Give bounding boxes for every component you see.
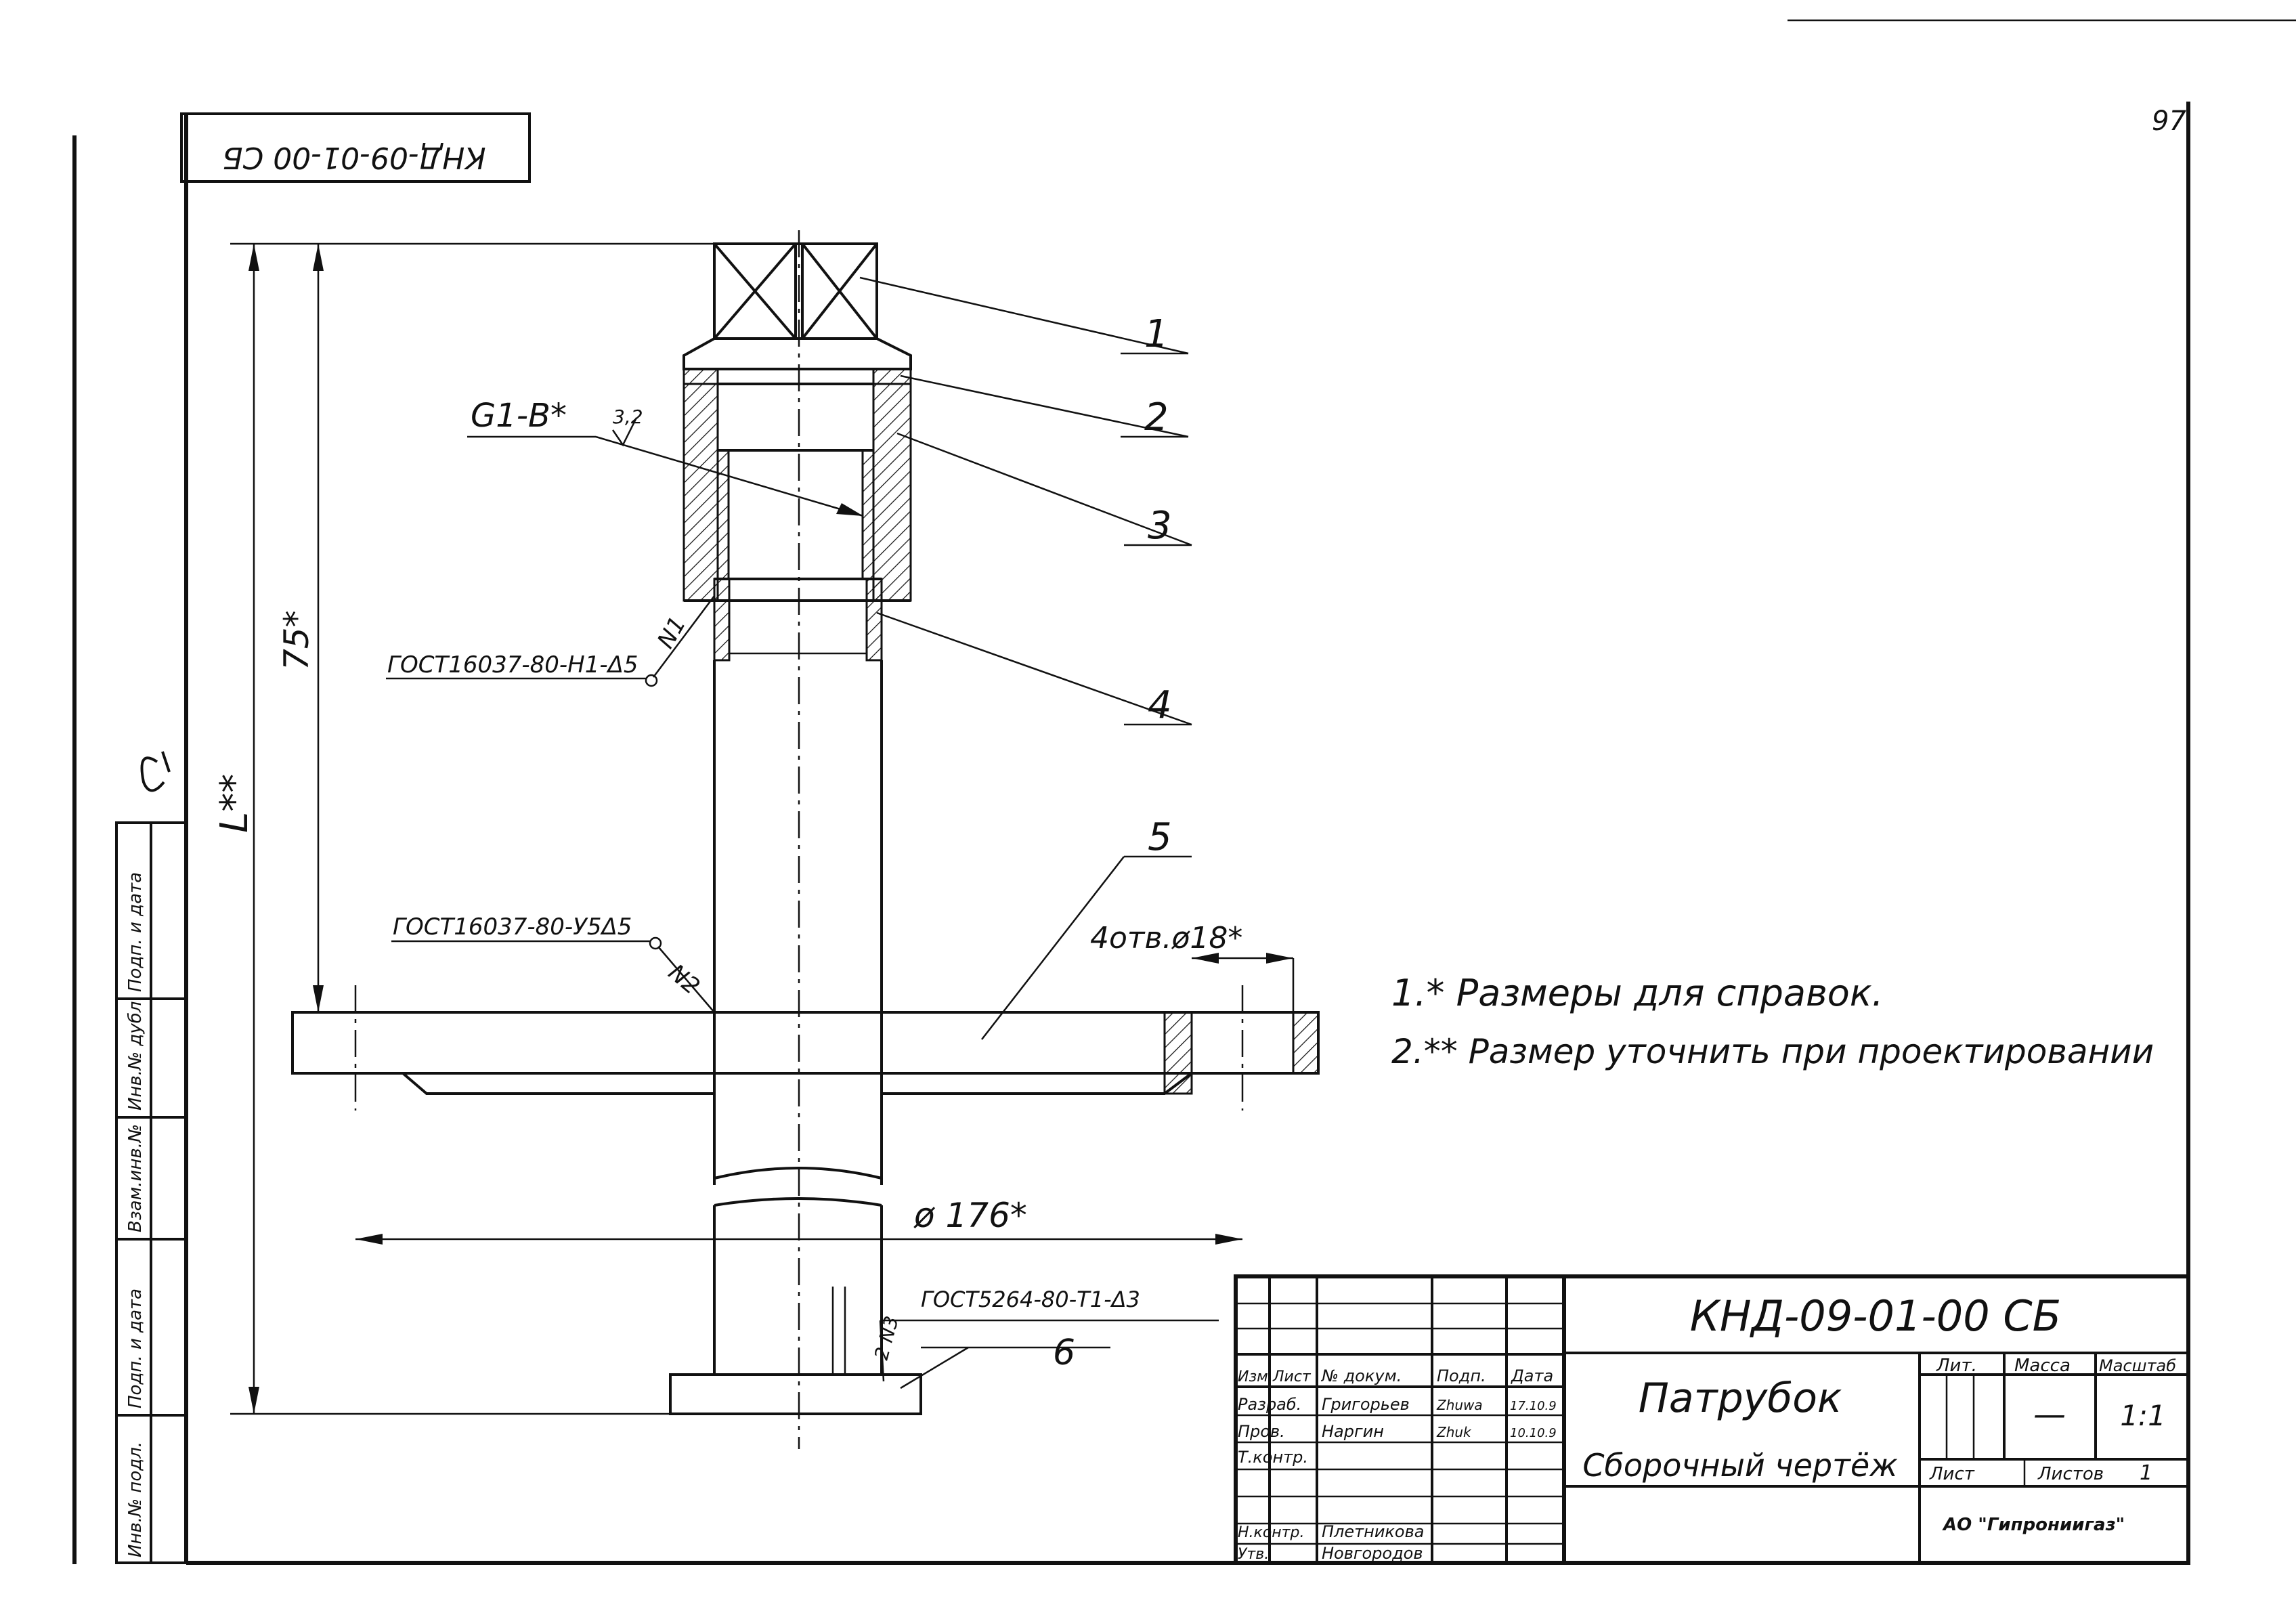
dimensions: 75* L** ø 176* 4отв.ø18* [213,242,1295,1415]
weld-n3-standard: ГОСТ5264-80-Т1-Δ3 [921,1287,1140,1312]
tb-sheet-label: Лист [1929,1464,1975,1484]
dim-75: 75* [277,610,316,670]
leader-number: 2 [1144,395,1169,439]
rotated-designation: КНД-09-01-00 СБ [222,140,485,175]
note-2: 2.** Размер уточнить при проектировании [1391,1032,2154,1071]
stamp-label: Инв.№ подл. [125,1442,146,1557]
roughness-label: 3,2 [613,406,643,428]
left-stamp: Инв.№ подл. Подп. и дата Взам.инв.№ Инв.… [115,751,187,1564]
holes-label: 4отв.ø18* [1090,921,1242,955]
tb-mass-label: Масса [2014,1356,2071,1376]
tb-lit-label: Лит. [1936,1356,1977,1376]
leaders: 1 2 3 4 5 6 [859,276,1192,1389]
tb-organization: АО "Гипрониигаз" [1942,1515,2125,1535]
tb-header: № докум. [1320,1366,1402,1385]
tb-mass-value: — [2033,1396,2066,1433]
leader-number: 6 [1053,1333,1075,1373]
tb-date: 10.10.9 [1510,1426,1557,1440]
dim-L: L** [213,774,257,833]
tb-role: Н.контр. [1238,1524,1304,1541]
leader-number: 4 [1148,683,1172,727]
tb-scale-value: 1:1 [2120,1399,2166,1432]
weld-n1-label: N1 [652,612,691,653]
tb-sign: Zhuk [1436,1424,1472,1440]
tb-header: Дата [1511,1366,1553,1385]
dim-diameter: ø 176* [913,1196,1027,1235]
tb-name: Наргин [1322,1422,1384,1441]
tb-role: Т.контр. [1238,1448,1308,1467]
initials-mark [140,751,171,792]
tb-name: Плетникова [1322,1522,1424,1541]
tb-scale-label: Масштаб [2099,1356,2176,1375]
title-block: Изм. Лист № докум. Подп. Дата Разраб. Гр… [1234,1274,2190,1565]
tb-sheets-label: Листов [2037,1464,2104,1484]
tb-designation: КНД-09-01-00 СБ [1690,1291,2061,1341]
tb-sheets-value: 1 [2140,1461,2152,1485]
note-1: 1.* Размеры для справок. [1391,972,1884,1014]
tb-part-name: Патрубок [1639,1375,1842,1422]
tb-header: Изм. [1238,1368,1273,1385]
stamp-label: Инв.№ дубл. [125,995,146,1111]
tb-name: Новгородов [1322,1544,1423,1563]
stamp-label: Подп. и дата [125,872,146,992]
stamp-label: Взам.инв.№ [125,1124,146,1232]
tb-role: Утв. [1238,1546,1269,1563]
tb-header: Лист [1272,1368,1312,1385]
tb-header: Подп. [1437,1366,1486,1385]
tb-name: Григорьев [1322,1395,1410,1414]
tb-sign: Zhuwa [1436,1397,1483,1413]
weld-n3-label: 2 N3 [870,1314,903,1362]
leader-number: 5 [1148,815,1172,859]
leader-number: 1 [1144,312,1169,356]
page-number: 97 [2152,106,2186,137]
tb-role: Разраб. [1238,1395,1301,1414]
tb-date: 17.10.9 [1510,1399,1557,1413]
stamp-label: Подп. и дата [125,1289,146,1408]
leader-number: 3 [1148,504,1172,548]
part-drawing [291,230,1320,1449]
thread-label: G1-B* [471,397,567,435]
weld-n2-standard: ГОСТ16037-80-У5Δ5 [393,913,632,941]
weld-n1-standard: ГОСТ16037-80-Н1-Δ5 [387,651,638,678]
annotations: G1-B* 3,2 ГОСТ16037-80-Н1-Δ5 N1 ГОСТ1603… [386,397,1219,1382]
notes: 1.* Размеры для справок. 2.** Размер уто… [1391,972,2154,1071]
tb-role: Пров. [1238,1422,1285,1441]
tb-doc-type: Сборочный чертёж [1582,1447,1898,1484]
